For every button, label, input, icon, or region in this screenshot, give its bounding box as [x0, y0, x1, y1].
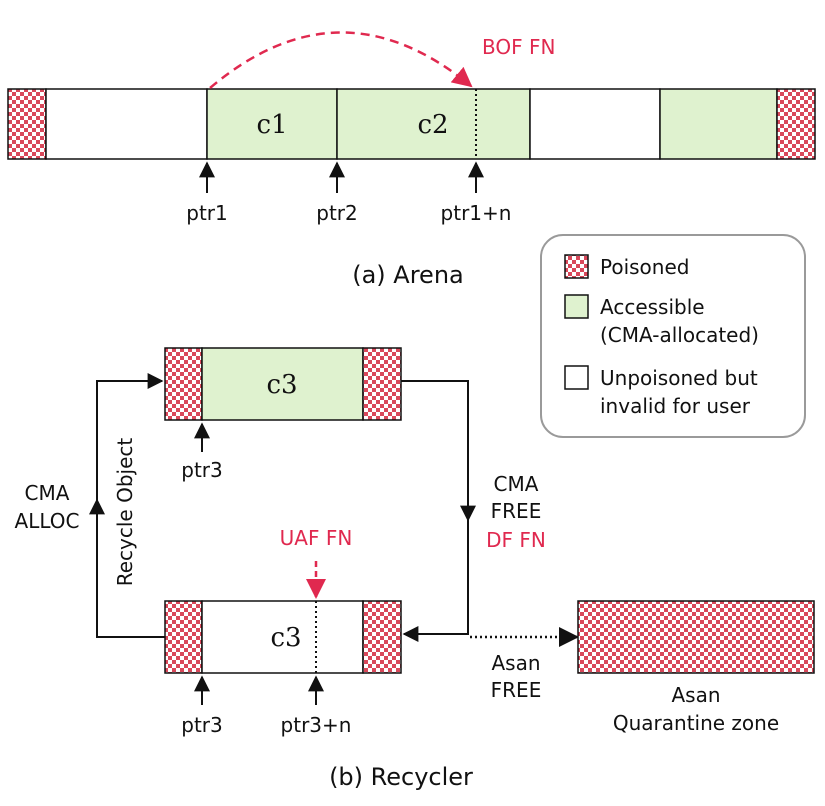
bof-arrow	[209, 31, 473, 89]
quarantine-line1: Asan	[671, 683, 720, 707]
ptr1n-label: ptr1+n	[441, 201, 512, 225]
asan-free-line2: FREE	[491, 678, 542, 702]
recycler-bottom-chunk-c3	[201, 600, 364, 674]
legend-poisoned-label: Poisoned	[600, 255, 689, 279]
arena-poison-left	[7, 88, 47, 160]
cma-free-line1: CMA	[494, 472, 539, 496]
recycler-section: c3 ptr3 CMA FREE DF FN c3 UAF FN ptr3 pt…	[15, 347, 815, 791]
cma-free-line2: FREE	[491, 499, 542, 523]
arena-unpoisoned-2	[529, 88, 661, 160]
uaf-label: UAF FN	[280, 526, 353, 550]
recycler-top-poison-right	[362, 347, 402, 421]
cma-free-path	[401, 380, 476, 522]
quarantine-zone	[577, 600, 815, 674]
arena-c2-label: c2	[417, 110, 448, 140]
recycler-bottom-ptr3-label: ptr3	[181, 713, 222, 737]
ptr2-label: ptr2	[316, 201, 357, 225]
ptr1-label: ptr1	[186, 201, 227, 225]
legend-accessible-line2: (CMA-allocated)	[600, 323, 759, 347]
recycler-bottom-poison-right	[362, 600, 402, 674]
arena-caption: (a) Arena	[352, 261, 464, 289]
recycle-object-label: Recycle Object	[113, 438, 137, 587]
cma-alloc-path-lower	[89, 498, 165, 638]
recycler-top-poison-left	[164, 347, 203, 421]
arena-section: c1 c2 BOF FN ptr1 ptr2 ptr1+n (a) Arena	[7, 31, 816, 289]
cma-alloc-line1: CMA	[25, 481, 70, 505]
cma-alloc-line2: ALLOC	[15, 509, 80, 533]
arena-poison-right	[776, 88, 816, 160]
recycler-bottom-ptr3n-label: ptr3+n	[281, 713, 352, 737]
legend-unpoisoned-line2: invalid for user	[600, 394, 751, 418]
asan-free-line1: Asan	[491, 651, 540, 675]
recycler-bottom-poison-left	[164, 600, 203, 674]
legend-swatch-accessible	[564, 294, 589, 319]
bof-label: BOF FN	[482, 35, 555, 59]
legend-unpoisoned-line1: Unpoisoned but	[600, 366, 758, 390]
arena-unpoisoned-1	[45, 88, 208, 160]
recycler-top-ptr3-label: ptr3	[181, 458, 222, 482]
arena-accessible-3	[659, 88, 778, 160]
legend-swatch-poisoned	[564, 254, 589, 279]
df-label: DF FN	[486, 528, 546, 552]
legend-swatch-unpoisoned	[564, 365, 589, 390]
cma-alloc-path	[96, 373, 164, 505]
quarantine-line2: Quarantine zone	[613, 711, 779, 735]
legend-box	[540, 234, 806, 438]
recycler-caption: (b) Recycler	[329, 763, 473, 791]
arena-chunk-c1	[206, 88, 338, 160]
recycler-top-c3-label: c3	[266, 370, 297, 400]
cma-free-path-lower	[402, 515, 469, 642]
legend-accessible-line1: Accessible	[600, 295, 705, 319]
legend: Poisoned Accessible (CMA-allocated) Unpo…	[540, 234, 806, 438]
recycler-top-chunk-c3	[201, 347, 364, 421]
recycler-bottom-c3-label: c3	[270, 623, 301, 653]
arena-c1-label: c1	[256, 110, 287, 140]
arena-chunk-c2	[336, 88, 531, 160]
